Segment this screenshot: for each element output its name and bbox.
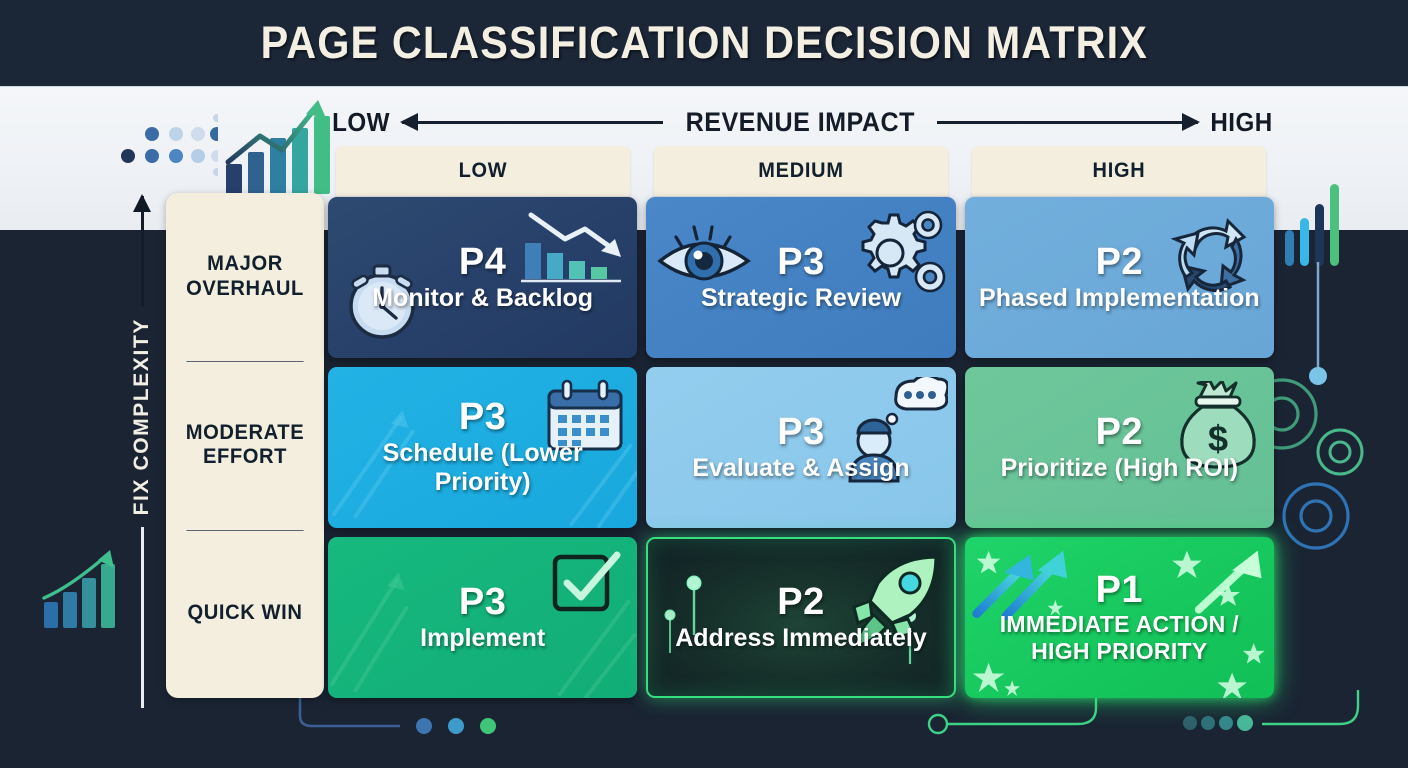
revenue-impact-axis: LOW REVENUE IMPACT HIGH xyxy=(330,100,1275,144)
priority-code: P3 xyxy=(458,580,507,623)
priority-action: Evaluate & Assign xyxy=(692,453,910,482)
priority-code: P3 xyxy=(458,396,507,439)
x-axis-high-label: HIGH xyxy=(1210,106,1273,137)
y-axis-line xyxy=(140,527,144,708)
declining-bar-chart-icon xyxy=(521,212,622,283)
cell-text: P2 Phased Implementation xyxy=(971,240,1268,313)
priority-action: Monitor & Backlog xyxy=(372,283,594,312)
priority-action: Prioritize (High ROI) xyxy=(1000,453,1239,482)
matrix-cell-quick-win-high[interactable]: P1 IMMEDIATE ACTION / HIGH PRIORITY xyxy=(964,537,1274,698)
svg-text:$: $ xyxy=(1208,418,1228,459)
stopwatch-icon xyxy=(349,264,415,339)
column-header-high: HIGH xyxy=(971,146,1267,196)
cell-text: P4 Monitor & Backlog xyxy=(364,240,601,313)
priority-action: Strategic Review xyxy=(700,283,902,312)
title-bar: PAGE CLASSIFICATION DECISION MATRIX xyxy=(0,0,1408,86)
priority-code: P4 xyxy=(458,240,507,283)
matrix-cell-quick-win-medium[interactable]: P2 Address Immediately xyxy=(646,537,956,698)
circuit-connector-icon xyxy=(927,690,1360,735)
matrix-cell-moderate-effort-medium[interactable]: P3 Evaluate & Assign xyxy=(646,367,956,528)
x-axis-left-arrow xyxy=(402,120,663,124)
gear-icon xyxy=(1268,378,1364,550)
matrix-cell-major-overhaul-high[interactable]: P2 Phased Implementation xyxy=(964,197,1274,358)
column-header-low: LOW xyxy=(335,146,631,196)
spark-icon xyxy=(664,575,702,653)
matrix-cell-quick-win-low[interactable]: P3 Implement xyxy=(328,537,638,698)
row-label-major-overhaul: MAJOR OVERHAUL xyxy=(186,252,304,301)
connector-dot-icon xyxy=(1309,262,1327,385)
x-axis-right-arrow xyxy=(937,120,1198,124)
y-axis-title: FIX COMPLEXITY xyxy=(130,318,153,516)
gears-icon xyxy=(861,210,945,293)
checkbox-checked-icon xyxy=(553,551,621,612)
priority-action: Phased Implementation xyxy=(979,283,1260,312)
connector-line-icon xyxy=(298,694,496,734)
column-headers: LOW MEDIUM HIGH xyxy=(328,146,1274,196)
row-label-panel: MAJOR OVERHAUL MODERATE EFFORT QUICK WIN xyxy=(166,193,324,698)
rising-bar-chart-icon xyxy=(42,550,115,628)
calendar-icon xyxy=(547,379,623,451)
fix-complexity-axis: FIX COMPLEXITY xyxy=(122,196,162,708)
priority-code: P2 xyxy=(1095,240,1144,283)
priority-action: Address Immediately xyxy=(675,623,927,652)
y-axis-up-arrow xyxy=(140,196,144,306)
cell-text: P3 Implement xyxy=(412,580,553,653)
priority-code: P3 xyxy=(777,410,825,453)
priority-code: P2 xyxy=(1095,410,1144,453)
cell-text: P2 Prioritize (High ROI) xyxy=(993,410,1247,483)
cell-text: P2 Address Immediately xyxy=(667,580,935,653)
priority-code: P1 xyxy=(1095,568,1144,611)
eye-icon xyxy=(657,225,752,281)
row-label-moderate-effort: MODERATE EFFORT xyxy=(169,361,321,529)
money-bag-icon: $ xyxy=(1180,381,1256,469)
priority-code: P2 xyxy=(777,580,825,623)
column-header-medium: MEDIUM xyxy=(653,146,949,196)
page-title: PAGE CLASSIFICATION DECISION MATRIX xyxy=(260,17,1148,68)
cycle-arrows-icon xyxy=(1170,217,1247,293)
priority-action: Schedule (Lower Priority) xyxy=(382,439,583,496)
matrix-cell-major-overhaul-low[interactable]: P4 Monitor & Backlog xyxy=(328,197,638,358)
person-thinking-icon xyxy=(848,377,948,483)
cell-text: P3 Evaluate & Assign xyxy=(684,410,917,483)
priority-action: Implement xyxy=(420,623,546,652)
matrix-cell-moderate-effort-low[interactable]: P3 Schedule (Lower Priority) xyxy=(328,367,638,528)
row-label-quick-win: QUICK WIN xyxy=(169,529,321,698)
x-axis-title: REVENUE IMPACT xyxy=(685,106,915,137)
rocket-icon xyxy=(851,555,938,649)
cell-text: P3 Strategic Review xyxy=(693,240,909,313)
matrix-cell-major-overhaul-medium[interactable]: P3 Strategic Review xyxy=(646,197,956,358)
priority-code: P3 xyxy=(777,240,825,283)
cell-text: P1 IMMEDIATE ACTION / HIGH PRIORITY xyxy=(965,568,1274,665)
matrix-cell-moderate-effort-high[interactable]: $ P2 Prioritize (High ROI) xyxy=(964,367,1274,528)
matrix-grid: P4 Monitor & Backlog xyxy=(328,197,1274,698)
cell-text: P3 Schedule (Lower Priority) xyxy=(328,398,637,496)
priority-action: IMMEDIATE ACTION / HIGH PRIORITY xyxy=(999,611,1239,664)
x-axis-low-label: LOW xyxy=(332,106,390,137)
